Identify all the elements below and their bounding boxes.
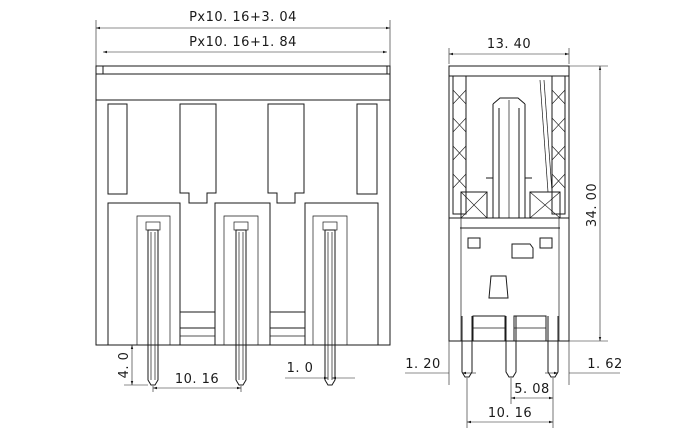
front-pitch-dimension: 10. 16 [152, 372, 242, 392]
pin-width-dimension: 1. 0 [285, 361, 355, 380]
pin-length-label: 4. 0 [117, 352, 132, 379]
overall-width-label: Px10. 16+3. 04 [189, 10, 297, 25]
depth-dimension: 13. 40 [448, 37, 570, 64]
right-offset-dimension: 1. 62 [545, 341, 623, 385]
side-pins [461, 316, 559, 378]
right-offset-label: 1. 62 [587, 357, 623, 372]
depth-label: 13. 40 [487, 37, 531, 52]
pin-spacing-label: 5. 08 [514, 382, 550, 397]
side-housing [448, 65, 570, 342]
pin-width-label: 1. 0 [287, 361, 314, 376]
front-pins [145, 221, 338, 386]
left-offset-dimension: 1. 20 [405, 341, 476, 385]
front-view: Px10. 16+3. 04 Px10. 16+1. 84 [95, 10, 391, 392]
height-label: 34. 00 [585, 183, 600, 227]
side-view: 13. 40 34. 00 [405, 37, 623, 428]
pin-spacing-dimension: 5. 08 [510, 378, 554, 404]
side-pitch-label: 10. 16 [488, 406, 532, 421]
side-pin-mid [505, 316, 517, 378]
front-pin-1 [147, 229, 159, 386]
side-pin-left [461, 316, 473, 378]
front-pin-3 [324, 229, 336, 386]
pin-length-dimension: 4. 0 [117, 344, 148, 386]
side-pin-right [547, 316, 559, 378]
left-offset-label: 1. 20 [405, 357, 441, 372]
height-dimension: 34. 00 [569, 65, 608, 342]
front-pin-2 [235, 229, 247, 386]
front-housing [95, 65, 391, 346]
inner-width-label: Px10. 16+1. 84 [189, 35, 297, 50]
front-pitch-label: 10. 16 [175, 372, 219, 387]
overall-width-dimension: Px10. 16+3. 04 [95, 10, 391, 108]
side-pitch-dimension: 10. 16 [466, 378, 554, 428]
inner-width-dimension: Px10. 16+1. 84 [103, 35, 387, 54]
